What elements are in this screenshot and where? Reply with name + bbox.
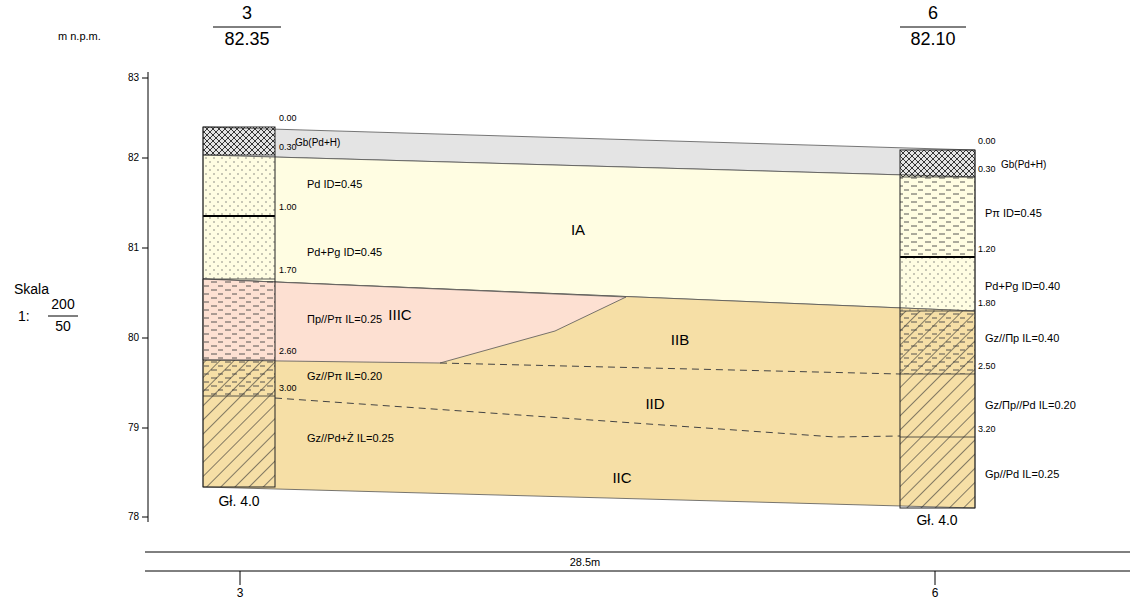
soil-description: Gz/Πp//Pd IL=0.20 bbox=[985, 399, 1076, 411]
axis-tick: 79 bbox=[128, 422, 139, 433]
soil-description: Pπ ID=0.45 bbox=[985, 207, 1042, 219]
borehole-number: 6 bbox=[928, 4, 938, 24]
scale-prefix: 1: bbox=[18, 309, 30, 324]
depth-value: 0.30 bbox=[978, 165, 996, 175]
soil-description: Pd+Pg ID=0.45 bbox=[307, 246, 382, 258]
depth-value: 3.00 bbox=[279, 384, 297, 394]
depth-value: 3.20 bbox=[978, 425, 996, 435]
borehole-station: 6 bbox=[932, 587, 939, 600]
soil-description: Πp//Pπ IL=0.25 bbox=[307, 313, 382, 325]
soil-description: Gz//Pd+Ż IL=0.25 bbox=[307, 432, 394, 444]
depth-value: 1.70 bbox=[279, 266, 297, 276]
zone-label: IIIC bbox=[388, 307, 411, 324]
axis-tick: 80 bbox=[128, 332, 139, 343]
zone-label: IID bbox=[645, 396, 664, 413]
depth-value: 1.00 bbox=[279, 203, 297, 213]
axis-tick: 83 bbox=[128, 72, 139, 83]
soil-description: Gp//Pd IL=0.25 bbox=[985, 468, 1059, 480]
depth-value: 0.00 bbox=[978, 137, 996, 147]
zone-label: IA bbox=[571, 222, 585, 239]
zone-label: IIC bbox=[612, 470, 631, 487]
soil-description: Pd ID=0.45 bbox=[307, 178, 362, 190]
depth-value: 1.20 bbox=[978, 245, 996, 255]
borehole-depth: Gł. 4.0 bbox=[218, 494, 259, 509]
scale-horizontal: 200 bbox=[51, 297, 74, 312]
soil-description: Pd+Pg ID=0.40 bbox=[985, 280, 1060, 292]
borehole-depth: Gł. 4.0 bbox=[916, 513, 957, 528]
soil-description: Gz//Πp IL=0.40 bbox=[985, 332, 1059, 344]
soil-description: Gb(Pd+H) bbox=[1001, 159, 1046, 170]
depth-value: 1.80 bbox=[978, 299, 996, 309]
depth-value: 0.00 bbox=[279, 114, 297, 124]
soil-description: Gb(Pd+H) bbox=[295, 137, 340, 148]
depth-value: 0.30 bbox=[279, 143, 297, 153]
depth-value: 2.60 bbox=[279, 347, 297, 357]
distance-dimension: 28.5m bbox=[570, 556, 601, 568]
borehole-elevation: 82.35 bbox=[224, 30, 269, 50]
borehole-elevation: 82.10 bbox=[910, 30, 955, 50]
borehole-number: 3 bbox=[242, 4, 252, 24]
axis-tick: 82 bbox=[128, 152, 139, 163]
scale-title: Skala bbox=[14, 282, 49, 297]
scale-vertical: 50 bbox=[55, 319, 71, 334]
zone-label: IIB bbox=[671, 332, 689, 349]
depth-value: 2.50 bbox=[978, 362, 996, 372]
soil-description: Gz//Pπ IL=0.20 bbox=[307, 370, 382, 382]
axis-tick: 81 bbox=[128, 242, 139, 253]
axis-unit: m n.p.m. bbox=[58, 30, 101, 42]
borehole-station: 3 bbox=[237, 587, 244, 600]
axis-tick: 78 bbox=[128, 511, 139, 522]
